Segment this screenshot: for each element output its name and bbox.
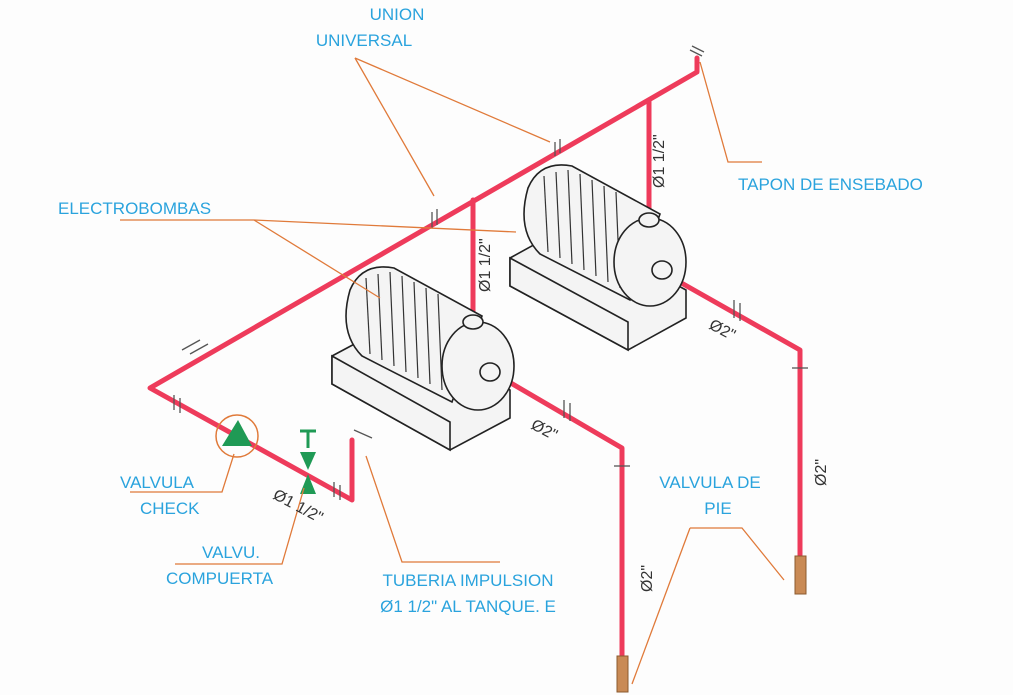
pump-base-front-right <box>509 256 629 352</box>
label-electrobombas: ELECTROBOMBAS <box>58 199 211 218</box>
leader-union-left <box>354 57 435 197</box>
leader-electrobombas-left <box>253 219 381 299</box>
check-valve-triangle <box>222 420 252 446</box>
break-tick <box>181 339 201 351</box>
label-tuberia-impulsion-1: TUBERIA IMPULSION <box>383 571 554 590</box>
pump-base-front-left <box>331 354 451 452</box>
foot-valves <box>616 555 807 693</box>
dim-riser-left: Ø1 1/2" <box>477 238 494 292</box>
leader-tuberia <box>365 455 500 563</box>
pump-outlet-left <box>479 362 501 382</box>
gate-valve-body-top <box>300 452 316 470</box>
suction-pipe-right <box>659 269 803 563</box>
dim-riser-right: Ø1 1/2" <box>651 134 668 188</box>
leader-union-right <box>354 57 551 143</box>
gate-valve-symbol <box>300 429 316 494</box>
electrobomba-left <box>331 266 515 452</box>
label-union-universal-1: UNION <box>370 5 425 24</box>
leader-valvu-compuerta <box>175 487 305 565</box>
motor-fins-left <box>365 271 443 391</box>
pump-top-port-left <box>462 314 484 330</box>
label-valvula-de-pie-2: PIE <box>704 499 731 518</box>
fitting-tick <box>353 429 373 439</box>
break-tick <box>189 343 209 355</box>
pipe-network <box>147 55 803 663</box>
cap-tick <box>689 49 703 57</box>
dim-suction-left: Ø2" <box>528 417 560 445</box>
foot-valve-right <box>794 555 807 595</box>
suction-pipe-left <box>489 369 625 663</box>
labels: UNION UNIVERSAL TAPON DE ENSEBADO ELECTR… <box>58 5 923 616</box>
label-valvula-de-pie-1: VALVULA DE <box>659 473 760 492</box>
leader-tapon <box>699 61 762 163</box>
leader-valvula-pie-left <box>631 527 691 685</box>
label-tapon-de-ensebado: TAPON DE ENSEBADO <box>738 175 923 194</box>
electrobomba-right <box>509 164 687 352</box>
pump-outlet-right <box>651 260 673 280</box>
label-valvu-compuerta-2: COMPUERTA <box>166 569 274 588</box>
dim-suction-right: Ø2" <box>706 317 738 345</box>
dim-vertical-left: Ø2" <box>639 565 656 592</box>
check-valve-symbol <box>215 414 259 458</box>
pipe-ticks <box>173 45 808 500</box>
dim-vertical-right: Ø2" <box>813 459 830 486</box>
pump-housing-right <box>613 217 687 307</box>
label-valvula-check-2: CHECK <box>140 499 200 518</box>
label-tuberia-impulsion-2: Ø1 1/2" AL TANQUE. E <box>380 597 556 616</box>
discharge-main-pipe <box>147 55 700 503</box>
pump-housing-left <box>441 321 515 411</box>
leader-valvula-pie-right <box>690 527 785 581</box>
dim-discharge: Ø1 1/2" <box>270 487 325 527</box>
foot-valve-left <box>616 655 629 693</box>
pump-top-port-right <box>638 212 660 228</box>
cap-tick <box>691 45 705 53</box>
label-union-universal-2: UNIVERSAL <box>316 31 412 50</box>
leader-valvula-check <box>130 453 235 493</box>
leader-electrobombas-right <box>120 219 517 233</box>
label-valvula-check-1: VALVULA <box>120 473 195 492</box>
leader-lines <box>120 57 785 685</box>
check-valve-circle <box>215 414 259 458</box>
label-valvu-compuerta-1: VALVU. <box>202 543 260 562</box>
